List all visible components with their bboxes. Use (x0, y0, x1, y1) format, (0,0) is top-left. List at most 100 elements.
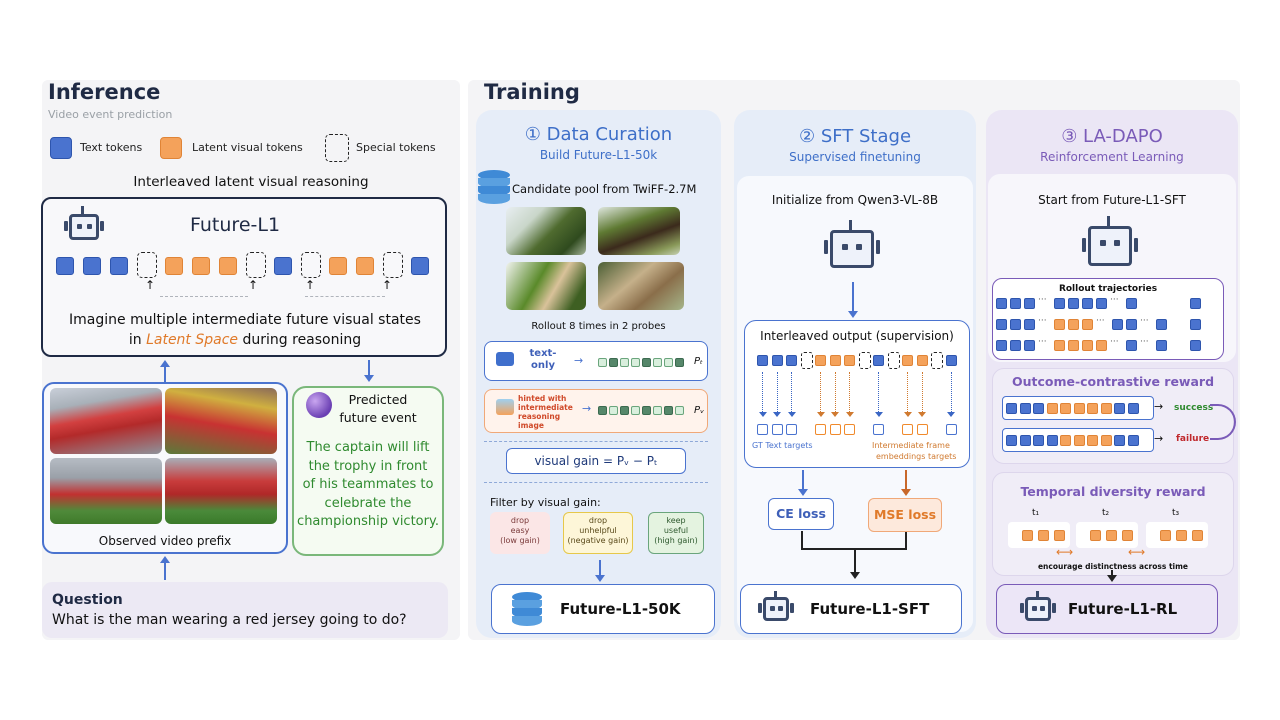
imagine-in: in (128, 332, 142, 348)
text-token (771, 355, 783, 366)
inference-subtitle: Video event prediction (48, 108, 173, 121)
sample-image-2 (598, 207, 680, 255)
legend-special-tokens: Special tokens (356, 141, 436, 154)
interleaved-box (744, 320, 970, 468)
imagine-line-2: in Latent Space during reasoning (42, 332, 448, 348)
question-box (42, 582, 448, 638)
latent-visual-token (916, 355, 928, 366)
imagine-line-1: Imagine multiple intermediate future vis… (69, 312, 421, 328)
text-token (1126, 319, 1137, 330)
ellipsis: ··· (1038, 316, 1047, 326)
text-token (1156, 319, 1167, 330)
text-token (1019, 435, 1031, 446)
stage1-output: Future-L1-50K (560, 600, 681, 618)
latent-visual-token (844, 355, 855, 366)
diversity-arrow-icon: ⟷ (1056, 545, 1074, 559)
text-token (1054, 298, 1065, 309)
text-token (996, 298, 1007, 309)
t1-label: t₁ (1032, 508, 1040, 518)
text-token (1082, 298, 1093, 309)
text-token (620, 406, 629, 415)
inference-title: Inference (48, 80, 161, 104)
arrow-up-marker: ↑ (248, 278, 259, 292)
text-token (664, 358, 673, 367)
rollout-label: Rollout 8 times in 2 probes (531, 321, 666, 332)
supervision-arrow (874, 372, 883, 417)
latent-visual-token (815, 424, 826, 435)
video-frame-1 (50, 388, 162, 454)
latent-visual-token (916, 424, 928, 435)
connector-line (905, 532, 907, 549)
text-token (598, 406, 607, 415)
latent-visual-token (1082, 340, 1093, 351)
arrow-up-marker: ↑ (382, 278, 393, 292)
latent-visual-token (844, 424, 855, 435)
imagine-rest: during reasoning (242, 332, 362, 348)
mse-loss: MSE loss (873, 507, 937, 522)
text-token (56, 257, 74, 275)
latent-visual-token (1090, 530, 1101, 541)
text-token (945, 424, 957, 435)
text-token (1096, 298, 1107, 309)
latent-visual-token (356, 257, 374, 275)
init-label: Initialize from Qwen3-VL-8B (771, 193, 939, 207)
latent-visual-token (165, 257, 183, 275)
text-token (274, 257, 292, 275)
text-token (1024, 340, 1035, 351)
robot-icon (758, 591, 794, 625)
visual-gain-box (506, 448, 686, 474)
filter-box (563, 512, 633, 554)
text-token (631, 358, 640, 367)
sample-image-4 (598, 262, 684, 310)
down-arrow (798, 470, 808, 496)
contrast-arrow-icon (1210, 404, 1236, 440)
filter-line: (high gain) (654, 536, 698, 545)
latent-visual-token (329, 257, 347, 275)
reasoning-label: Interleaved latent visual reasoning (133, 174, 369, 190)
outcome-arrow: → (1154, 432, 1164, 445)
filter-line: (low gain) (500, 536, 540, 545)
prediction-line: championship victory. (297, 514, 439, 529)
sample-image-1 (506, 207, 586, 255)
stage1-title: ① Data Curation (524, 124, 673, 145)
visual-gain-formula: visual gain = Pᵥ − Pₜ (534, 454, 658, 468)
special-token (301, 252, 321, 278)
arrow-up-marker: ↑ (145, 278, 156, 292)
text-token (1010, 298, 1021, 309)
filter-line: drop (510, 516, 530, 525)
interleaved-label: Interleaved output (supervision) (760, 329, 954, 343)
latent-visual-token (1068, 319, 1079, 330)
predicted-box (292, 386, 444, 556)
text-token (1112, 319, 1123, 330)
text-token (1190, 298, 1201, 309)
ellipsis: ··· (1110, 337, 1119, 347)
text-token (771, 424, 783, 435)
latent-visual-token (1176, 530, 1187, 541)
probe-arrow: → (582, 402, 592, 415)
dashed-divider (160, 296, 248, 297)
video-frame-3 (50, 458, 162, 524)
up-arrow (160, 360, 170, 382)
up-arrow (160, 556, 170, 580)
text-token (675, 358, 684, 367)
ce-loss: CE loss (776, 506, 826, 521)
text-token (873, 355, 884, 366)
text-token (631, 406, 640, 415)
supervision-arrow (816, 372, 825, 417)
t3-label: t₃ (1172, 508, 1180, 518)
text-token (411, 257, 429, 275)
predicted-title-1: Predicted (348, 392, 408, 407)
latent-visual-token (219, 257, 237, 275)
encourage-label: encourage distinctness across time (1037, 562, 1189, 571)
text-token (642, 358, 651, 367)
inference-panel (42, 80, 460, 640)
supervision-arrow (787, 372, 796, 417)
robot-icon (822, 220, 882, 272)
predicted-title-2: future event (339, 410, 417, 425)
text-token (1046, 435, 1058, 446)
probe-arrow: → (574, 354, 584, 367)
robot-icon (64, 206, 104, 244)
latent-visual-token (1046, 403, 1058, 414)
latent-visual-token (1192, 530, 1203, 541)
gt-label: GT Text targets (752, 441, 813, 450)
